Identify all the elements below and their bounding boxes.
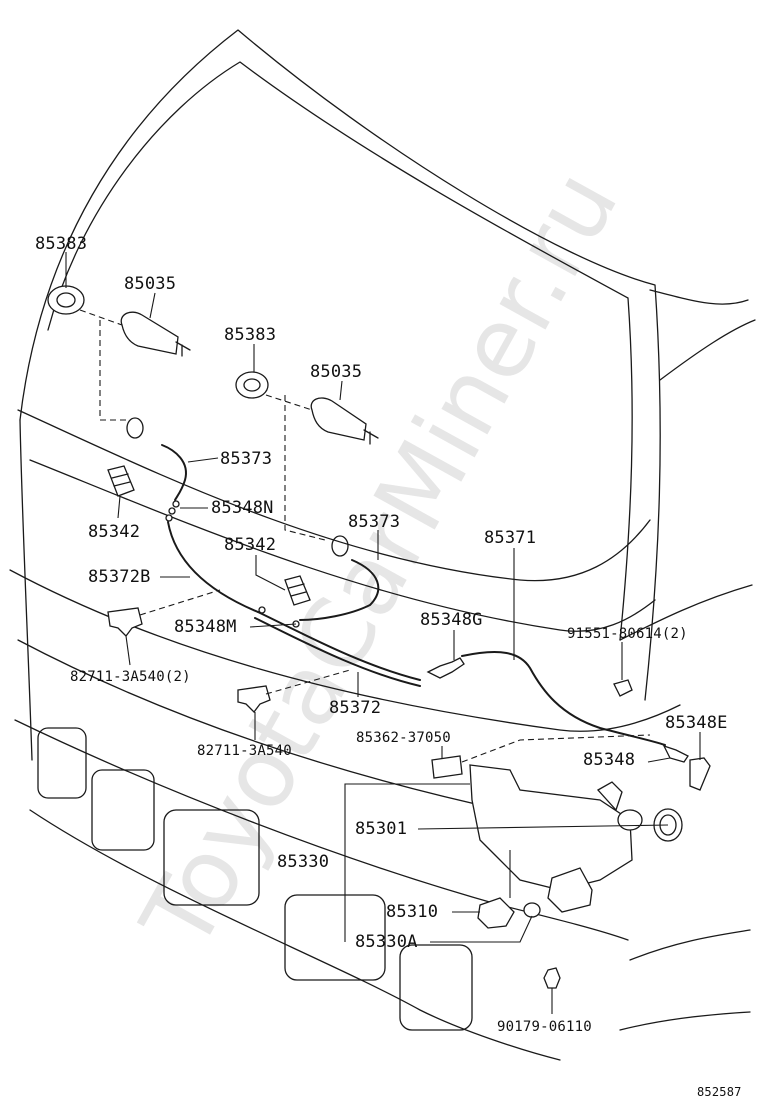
grille-opening-4 <box>284 894 386 981</box>
callout-85372B: 85372B <box>88 567 151 587</box>
tank-inlet-shape <box>596 781 623 812</box>
leader-82711-left <box>125 635 131 666</box>
hood-hole-center <box>331 535 349 557</box>
connector-85348-shape <box>662 744 689 763</box>
door-frame-line <box>659 319 756 381</box>
callout-85342-left: 85342 <box>88 522 141 542</box>
callout-85342-center: 85342 <box>224 535 277 555</box>
leader-85342-left <box>117 495 121 519</box>
leader-85373-upper <box>187 457 219 463</box>
bracket-85330 <box>344 783 470 942</box>
side-body-line <box>619 584 753 641</box>
windshield-inner-edge <box>47 61 633 641</box>
label-85362-shape <box>431 755 463 779</box>
callout-82711-3A540: 82711-3A540 <box>197 743 292 759</box>
leader-85348M <box>249 623 297 628</box>
callout-90179-06110: 90179-06110 <box>497 1019 592 1035</box>
callout-85301: 85301 <box>355 819 408 839</box>
leader-85348 <box>647 757 671 763</box>
hose-85371 <box>461 651 666 746</box>
tank-bracket-shape <box>547 867 593 913</box>
tank-filler-neck <box>617 809 643 831</box>
callout-85372: 85372 <box>329 698 382 718</box>
washer-nozzle-left-shape <box>120 311 179 355</box>
leader-dash-left-nozzle <box>79 309 123 326</box>
callout-85383-left: 85383 <box>35 234 88 254</box>
nozzle-85348E-shape <box>689 757 711 791</box>
callout-85348E: 85348E <box>665 713 728 733</box>
a-pillar-line <box>649 289 749 305</box>
lower-fender-line <box>619 1011 751 1031</box>
leader-85301 <box>417 824 669 830</box>
bumper-lower-edge <box>29 809 561 1061</box>
bolt-91551-shape <box>613 679 633 697</box>
clip-82711-center-shape <box>237 685 271 713</box>
hose-85372 <box>257 611 421 681</box>
grille-opening-5 <box>399 944 473 1031</box>
callout-85348G: 85348G <box>420 610 483 630</box>
callout-85373-lower: 85373 <box>348 512 401 532</box>
callout-85035-center: 85035 <box>310 362 363 382</box>
nozzle-grommet-left-inner <box>56 292 76 308</box>
leader-85035-left <box>149 292 156 319</box>
bolt-90179-shape <box>543 967 561 989</box>
body-left-edge <box>19 419 33 761</box>
fender-line <box>629 929 751 961</box>
cowl-top-line <box>17 409 651 582</box>
hose-85373-upper <box>161 444 187 501</box>
hood-line-lower <box>17 639 551 821</box>
clamp-85342-center-shape <box>284 575 311 606</box>
callout-85035-left: 85035 <box>124 274 177 294</box>
hose-85372B <box>167 521 259 613</box>
washer-pump-85310-shape <box>477 897 515 929</box>
callout-85373-upper: 85373 <box>220 449 273 469</box>
leader-85342-center <box>255 555 286 591</box>
callout-85330A: 85330A <box>355 932 418 952</box>
leader-85035-center <box>339 380 343 401</box>
callout-85330: 85330 <box>277 852 330 872</box>
callout-91551-80614: 91551-80614(2) <box>567 626 688 642</box>
callout-85362-37050: 85362-37050 <box>356 730 451 746</box>
callout-85383-center: 85383 <box>224 325 277 345</box>
grille-opening-2 <box>91 769 155 851</box>
callout-85348M: 85348M <box>174 617 237 637</box>
callout-85310: 85310 <box>386 902 439 922</box>
grille-opening-1 <box>37 727 87 799</box>
callout-82711-3A540-2: 82711-3A540(2) <box>70 669 191 685</box>
leader-85330A <box>430 915 533 943</box>
clamp-85342-left-shape <box>107 465 135 497</box>
callout-85348N: 85348N <box>211 498 274 518</box>
hood-hole-left <box>126 417 144 439</box>
diagram-reference-number: 852587 <box>697 1085 742 1099</box>
callout-85348: 85348 <box>583 750 636 770</box>
windshield-outer-edge <box>19 29 661 701</box>
washer-nozzle-center-shape <box>310 397 367 441</box>
connector-85348G-shape <box>426 657 465 679</box>
callout-85371: 85371 <box>484 528 537 548</box>
hose-85372-parallel <box>254 617 421 687</box>
hose-85373-lower <box>299 559 380 621</box>
grille-opening-3 <box>163 809 260 906</box>
pump-grommet-85330A-shape <box>523 902 541 918</box>
connector-85348M-a <box>258 606 266 614</box>
clip-82711-left-shape <box>107 607 143 637</box>
cowl-front-line <box>29 459 656 632</box>
